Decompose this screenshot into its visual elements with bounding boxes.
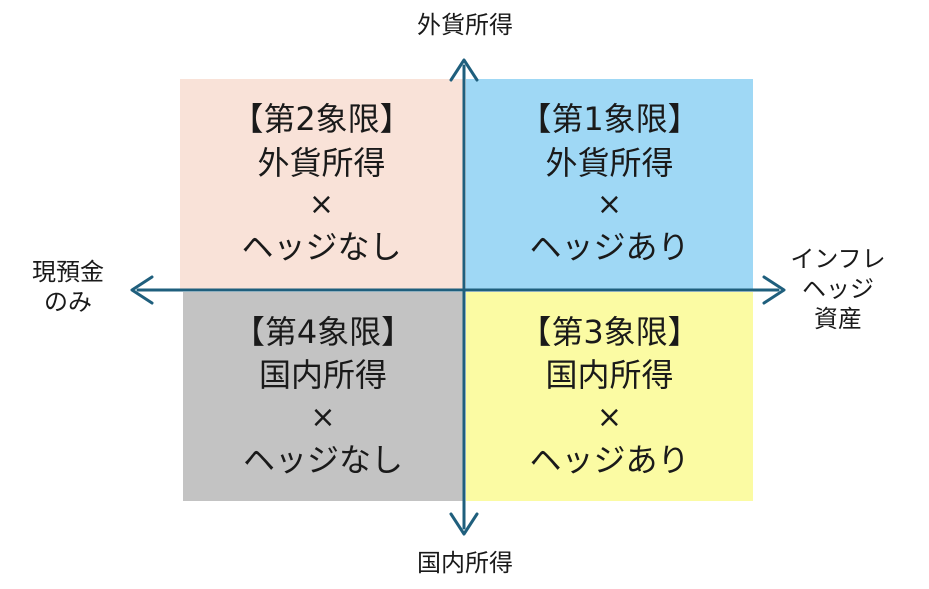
axis-label-left: 現預金 のみ (18, 257, 118, 317)
quadrant-2-title: 【第2象限】 (231, 100, 412, 139)
axis-label-left-line1: 現預金 (32, 258, 104, 286)
axis-label-top: 外貨所得 (417, 11, 513, 39)
axis-label-right-line3: 資産 (814, 305, 862, 333)
quadrant-1-line2: ヘッジあり (529, 228, 690, 267)
quadrant-2: 【第2象限】 外貨所得 × ヘッジなし (180, 79, 463, 289)
quadrant-1: 【第1象限】 外貨所得 × ヘッジあり (466, 79, 753, 289)
quadrant-3-line1: 国内所得 (545, 356, 674, 395)
quadrant-3: 【第3象限】 国内所得 × ヘッジあり (466, 292, 753, 501)
arrowhead-left-icon (130, 275, 154, 305)
arrowhead-up-icon (449, 58, 479, 82)
quadrant-2-line2: ヘッジなし (241, 228, 402, 267)
axis-label-bottom: 国内所得 (417, 549, 513, 577)
quadrant-1-times: × (596, 187, 623, 223)
arrowhead-down-icon (449, 512, 479, 536)
quadrant-4-line2: ヘッジなし (242, 440, 403, 479)
axis-label-left-line2: のみ (44, 288, 92, 316)
quadrant-1-title: 【第1象限】 (519, 100, 700, 139)
axis-label-right-line2: ヘッジ (802, 275, 874, 303)
axis-label-right: インフレ ヘッジ 資産 (778, 244, 898, 334)
axis-label-right-line1: インフレ (790, 245, 886, 273)
quadrant-1-line1: 外貨所得 (545, 143, 674, 182)
quadrant-4-line1: 国内所得 (258, 356, 387, 395)
quadrant-3-line2: ヘッジあり (529, 440, 690, 479)
quadrant-3-times: × (596, 399, 623, 435)
quadrant-3-title: 【第3象限】 (519, 312, 700, 351)
quadrant-2-line1: 外貨所得 (257, 143, 386, 182)
quadrant-4-title: 【第4象限】 (232, 312, 414, 351)
quadrant-4: 【第4象限】 国内所得 × ヘッジなし (183, 292, 463, 501)
quadrant-4-times: × (310, 399, 336, 435)
quadrant-2-times: × (308, 187, 335, 223)
